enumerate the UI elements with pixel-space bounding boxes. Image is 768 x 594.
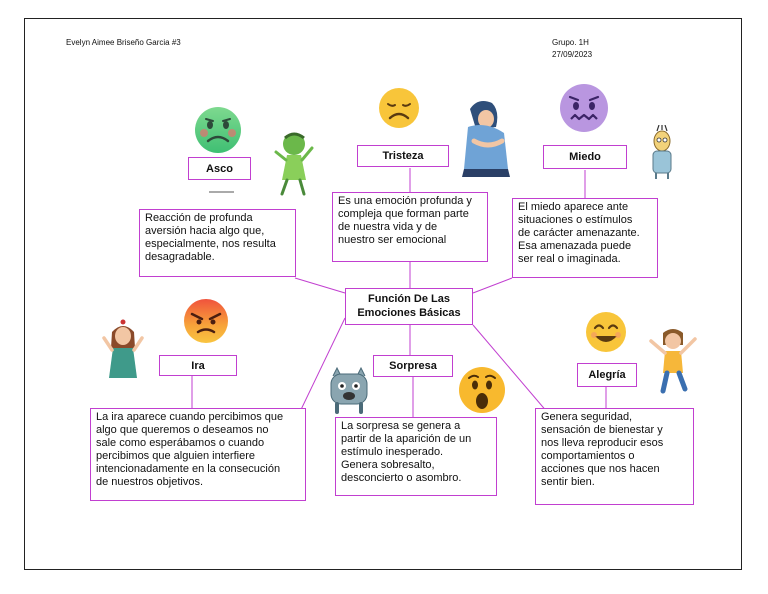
description-tristeza: Es una emoción profunda y compleja que f… xyxy=(332,192,488,262)
label-alegria: Alegría xyxy=(577,363,637,387)
surprised-face-icon xyxy=(458,364,506,416)
sad-face-icon xyxy=(377,86,421,130)
angry-face-icon xyxy=(182,298,230,344)
label-sorpresa: Sorpresa xyxy=(373,355,453,377)
label-miedo: Miedo xyxy=(543,145,627,169)
sad-person-icon xyxy=(456,97,518,179)
monster-character-icon xyxy=(325,366,373,414)
angry-person-icon xyxy=(100,318,146,384)
joyful-person-icon xyxy=(645,327,701,395)
smiling-face-icon xyxy=(584,310,628,354)
description-alegria: Genera seguridad, sensación de bienestar… xyxy=(535,408,694,505)
connector-miedo xyxy=(473,278,512,293)
disgust-character-icon xyxy=(268,130,318,196)
description-sorpresa: La sorpresa se genera a partir de la apa… xyxy=(335,417,497,496)
nauseated-face-icon xyxy=(193,105,243,155)
fearful-face-icon xyxy=(558,82,610,134)
description-asco: Reacción de profunda aversión hacia algo… xyxy=(139,209,296,277)
connector-asco xyxy=(295,278,345,293)
fear-character-icon xyxy=(647,125,677,180)
label-tristeza: Tristeza xyxy=(357,145,449,167)
description-miedo: El miedo aparece ante situaciones o estí… xyxy=(512,198,658,278)
label-ira: Ira xyxy=(159,355,237,376)
description-ira: La ira aparece cuando percibimos que alg… xyxy=(90,408,306,501)
label-asco: Asco xyxy=(188,157,251,180)
center-topic: Función De Las Emociones Básicas xyxy=(345,288,473,325)
